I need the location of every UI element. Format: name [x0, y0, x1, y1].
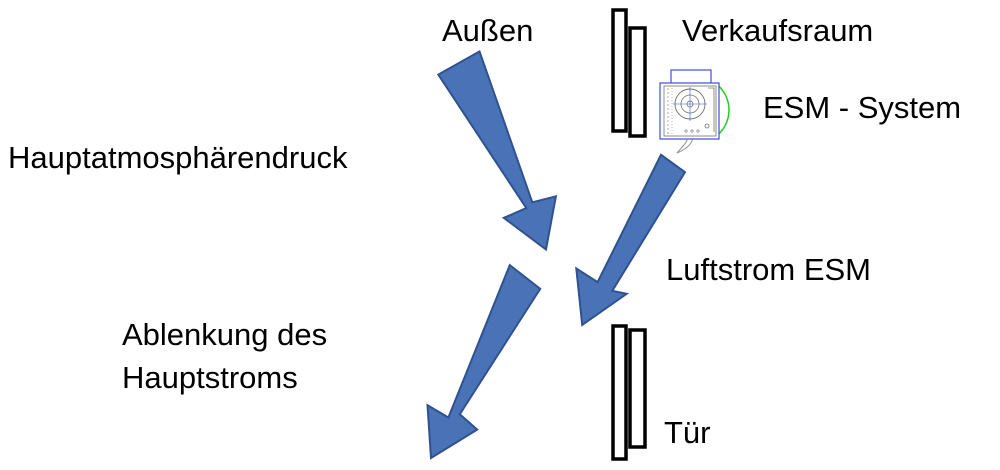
label-outside: Außen: [442, 13, 534, 48]
label-airflow-esm: Luftstrom ESM: [666, 252, 871, 287]
door-leaf-upper-right: [628, 26, 647, 138]
deflection-arrow: [426, 263, 542, 460]
esm-airflow-arrow: [575, 153, 687, 327]
door-leaf-upper-left: [611, 8, 628, 133]
label-deflection-line2: Hauptstroms: [122, 360, 298, 395]
label-sales-room: Verkaufsraum: [682, 13, 874, 48]
main-pressure-arrow: [436, 49, 558, 252]
label-deflection-line1: Ablenkung des: [122, 317, 328, 352]
label-esm-system: ESM - System: [763, 90, 962, 125]
door-leaf-lower-left: [611, 324, 628, 461]
door-frame-upper: [611, 8, 647, 138]
esm-device-icon: [659, 69, 730, 154]
label-door: Tür: [664, 415, 711, 450]
door-leaf-lower-right: [628, 328, 647, 449]
door-frame-lower: [611, 324, 647, 461]
label-main-pressure: Hauptatmosphärendruck: [8, 140, 348, 175]
